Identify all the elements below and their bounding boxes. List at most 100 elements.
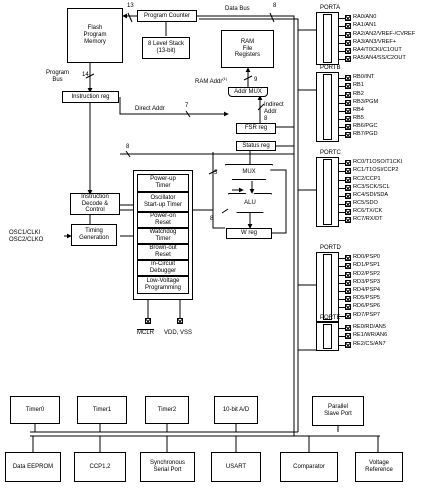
pin-icon (345, 160, 351, 166)
pin-icon (345, 48, 351, 54)
pin-label: RB1 (353, 82, 364, 88)
pin-line (339, 78, 345, 79)
peripheral-top: Timer2 (145, 396, 189, 424)
w-reg-block: W reg (226, 228, 272, 239)
pin-icon (345, 116, 351, 122)
ram-addr-label: RAM Addr(1) (195, 76, 228, 85)
instruction-decode-block: Instruction Decode & Control (70, 193, 120, 215)
pin-icon (345, 132, 351, 138)
bus-width-9: 9 (254, 77, 258, 83)
pin-label: RC5/SDO (353, 200, 378, 206)
pin-line (339, 171, 345, 172)
peripheral-bottom: CCP1,2 (74, 452, 126, 482)
pin-line (339, 59, 345, 60)
pin-line (339, 127, 345, 128)
pin-line (339, 26, 345, 27)
pin-line (339, 135, 345, 136)
timing-generation-block: Timing Generation (71, 224, 117, 246)
pin-line (339, 345, 345, 346)
pin-icon (345, 342, 351, 348)
pin-icon (345, 333, 351, 339)
port-name: PORTB (320, 65, 341, 71)
pin-label: RC6/TX/CK (353, 208, 383, 214)
bus-width-top: 8 (273, 3, 277, 9)
fsr-reg-block: FSR reg (236, 123, 276, 134)
pin-line (339, 266, 345, 267)
pin-line (339, 307, 345, 308)
pin-line (339, 196, 345, 197)
pin-line (339, 95, 345, 96)
pin-icon (345, 168, 351, 174)
pin-label: RC0/T1OSO/T1CKI (353, 159, 403, 165)
pin-line (339, 316, 345, 317)
pin-line (339, 180, 345, 181)
port-name: PORTC (320, 150, 341, 156)
pin-line (339, 275, 345, 276)
pin-label: RC7/RX/DT (353, 216, 383, 222)
pin-icon (345, 313, 351, 319)
peripheral-top: Timer1 (77, 396, 127, 424)
pin-icon (345, 263, 351, 269)
port-buffer-block (323, 254, 332, 320)
pin-icon (345, 40, 351, 46)
instruction-reg-block: Instruction reg (62, 91, 119, 103)
control-item: Power-on Reset (137, 212, 189, 228)
peripheral-bottom: Synchronous Serial Port (140, 452, 195, 482)
pin-icon (345, 272, 351, 278)
pin-line (339, 204, 345, 205)
flash-memory-block: Flash Program Memory (67, 8, 123, 63)
bus-width-3: 3 (214, 170, 218, 176)
control-item: Oscillator Start-up Timer (137, 192, 189, 212)
port-buffer-block (323, 324, 332, 349)
pin-line (339, 111, 345, 112)
peripheral-top: 10-bit A/D (214, 396, 258, 424)
peripheral-bottom: Voltage Reference (355, 452, 403, 482)
pin-label: RB5 (353, 115, 364, 121)
port-name: PORTA (320, 5, 341, 11)
port-name: PORTD (320, 245, 341, 251)
pin-line (339, 283, 345, 284)
pin-label: RA2/AN2/VREF-/CVREF (353, 31, 416, 37)
addr-mux-block: Addr MUX (228, 87, 268, 97)
pin-label: RD0/PSP0 (353, 254, 381, 260)
pin-icon (345, 217, 351, 223)
peripheral-bottom: Comparator (280, 452, 338, 482)
pin-icon (345, 83, 351, 89)
pin-line (339, 103, 345, 104)
pin-label: RB4 (353, 107, 364, 113)
pin-icon (345, 32, 351, 38)
pin-icon (345, 185, 351, 191)
bus-width-13: 13 (127, 3, 134, 9)
pin-label: RA1/AN1 (353, 22, 377, 28)
pin-line (339, 163, 345, 164)
pin-icon (345, 177, 351, 183)
pin-line (339, 188, 345, 189)
pin-label: RD5/PSP5 (353, 295, 381, 301)
program-counter-block: Program Counter (137, 10, 197, 22)
control-item: Low-Voltage Programming (137, 276, 189, 294)
pin-label: RB7/PGD (353, 131, 378, 137)
pin-icon (345, 288, 351, 294)
pin-line (339, 51, 345, 52)
port-buffer-block (323, 14, 332, 64)
pin-line (339, 336, 345, 337)
pin-icon (345, 15, 351, 21)
pin-icon (345, 193, 351, 199)
stack-block: 8 Level Stack (13-bit) (142, 37, 190, 59)
pin-icon (345, 56, 351, 62)
bus-width-alu: 8 (210, 216, 214, 222)
pin-label: RD4/PSP4 (353, 287, 381, 293)
pin-line (339, 35, 345, 36)
pin-icon (345, 280, 351, 286)
pin-line (339, 258, 345, 259)
pin-label: RA5/AN4/SS/C2OUT (353, 55, 406, 61)
program-bus-label: Program Bus (46, 70, 70, 83)
port-name: PORTE (320, 315, 341, 321)
ram-file-registers-block: RAM File Registers (221, 30, 274, 68)
pin-label: RD7/PSP7 (353, 312, 381, 318)
pin-icon (345, 124, 351, 130)
mux-block: MUX (225, 164, 273, 180)
pin-icon (345, 23, 351, 29)
